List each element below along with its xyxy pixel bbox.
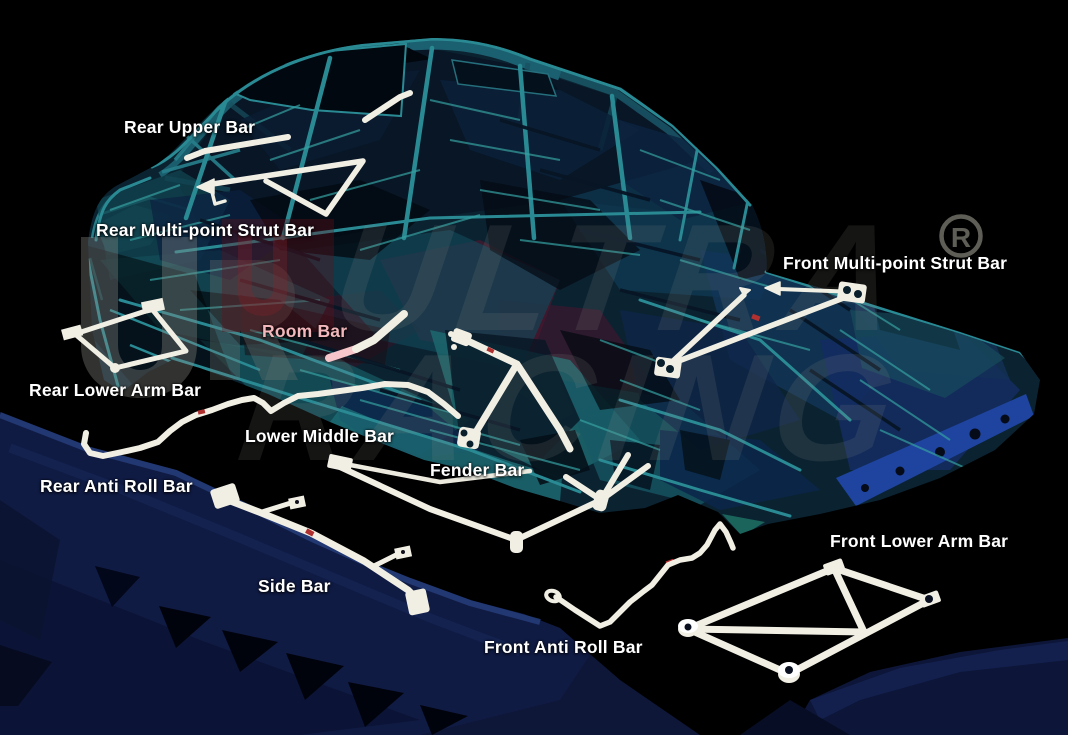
- svg-text:R: R: [951, 222, 971, 253]
- svg-text:ULTRA: ULTRA: [324, 194, 921, 363]
